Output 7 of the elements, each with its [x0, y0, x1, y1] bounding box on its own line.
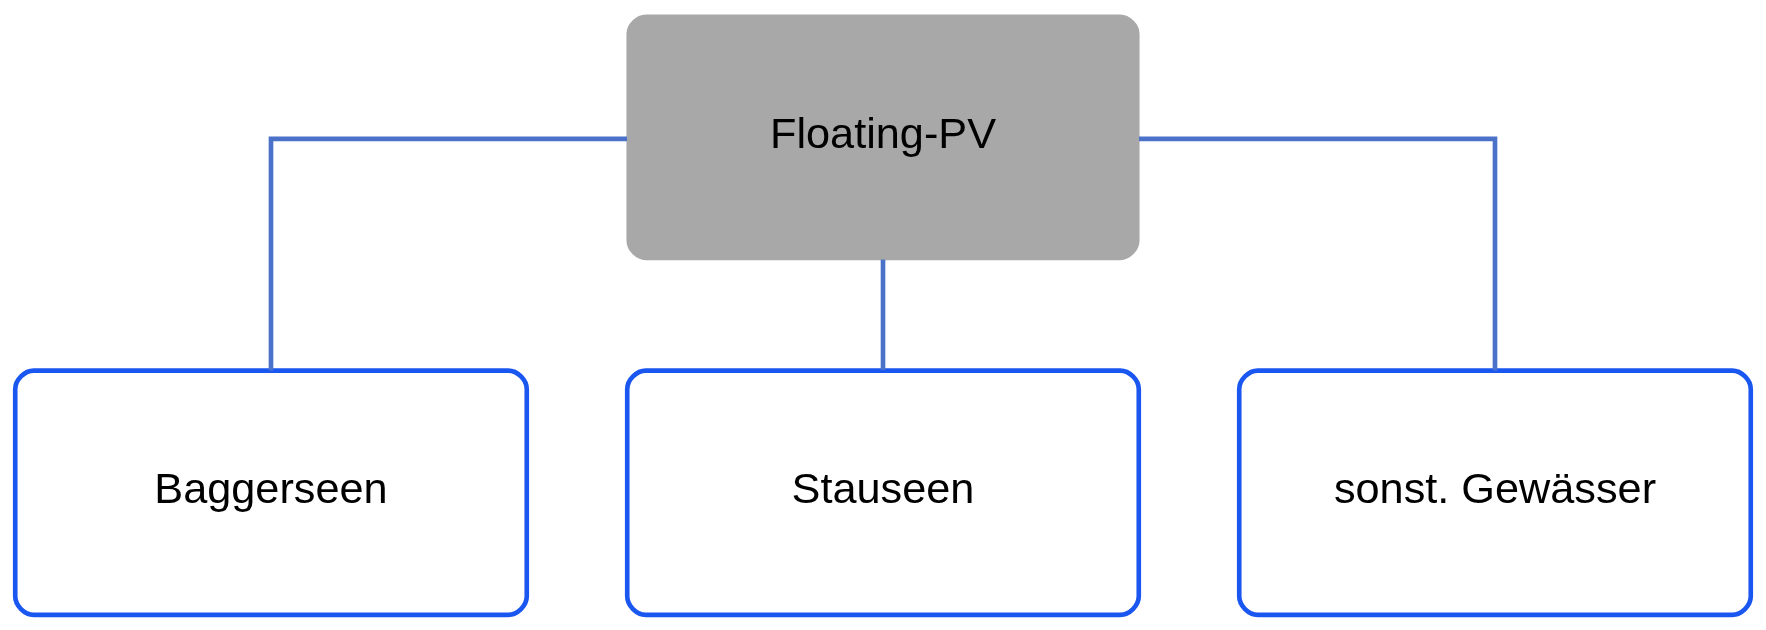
node-box: Stauseen: [624, 368, 1142, 618]
node-box: Floating-PV: [626, 14, 1140, 261]
node-box: sonst. Gewässer: [1236, 368, 1754, 618]
connector: [268, 136, 627, 371]
node-box: Baggerseen: [12, 368, 530, 618]
connector: [1139, 136, 1498, 371]
connector: [880, 259, 886, 371]
